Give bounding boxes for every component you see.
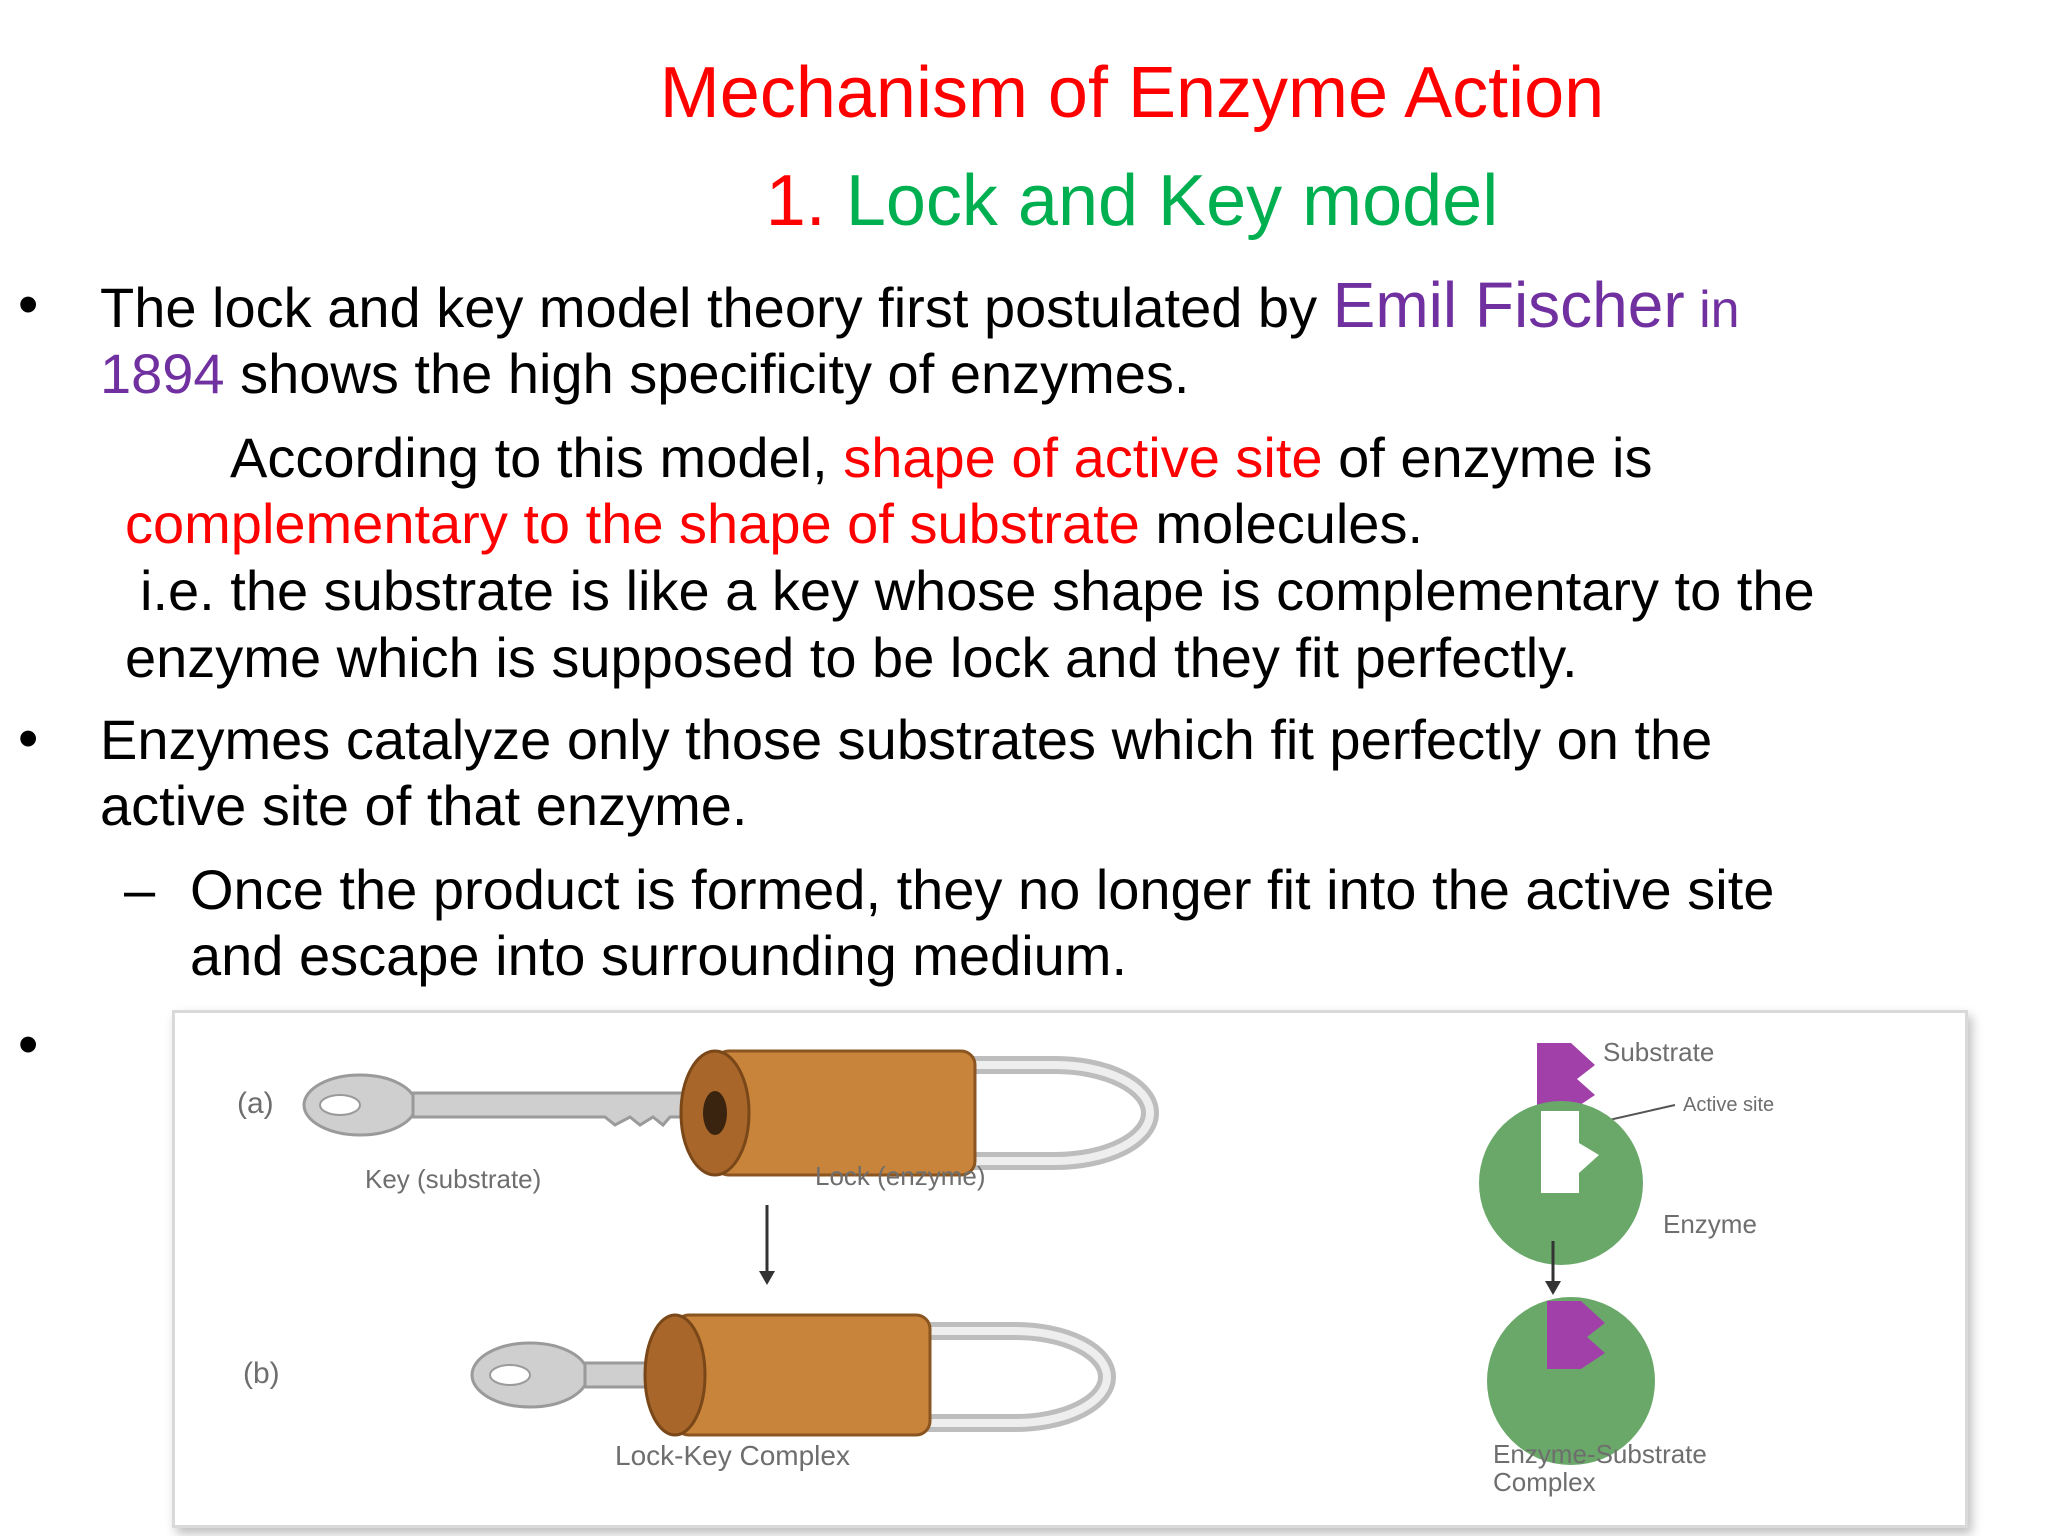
key-label: Key (substrate) [365, 1164, 541, 1194]
para2-mid: of enzyme is [1322, 426, 1653, 489]
figure-svg: (a) (b) Key (substrate) Lock (enzyme) [237, 1037, 1774, 1497]
es-complex-label-1: Enzyme-Substrate [1493, 1439, 1707, 1469]
substrate-icon [1537, 1043, 1595, 1111]
subtitle-number: 1. [765, 161, 826, 241]
enzyme-label: Enzyme [1663, 1209, 1757, 1239]
active-site-highlight: shape of active site [843, 426, 1323, 489]
bullet-marker: • [18, 272, 39, 337]
para2-line2: complementary to the shape of substrate … [125, 490, 1423, 557]
lock-label: Lock (enzyme) [815, 1161, 986, 1191]
key-icon [302, 1073, 697, 1137]
substrate-label: Substrate [1603, 1037, 1714, 1067]
para2-line1: According to this model, shape of active… [230, 424, 1652, 491]
sub-bullet-line1: Once the product is formed, they no long… [190, 858, 1775, 921]
year-1894: 1894 [100, 342, 225, 405]
complex-label: Lock-Key Complex [615, 1440, 850, 1471]
bullet1-text: The lock and key model theory first post… [100, 276, 1333, 339]
es-complex-label-2: Complex [1493, 1467, 1596, 1497]
sub-bullet-dash: – [124, 858, 156, 921]
bullet1-line1: The lock and key model theory first post… [100, 272, 1740, 344]
emil-fischer: Emil Fischer [1332, 269, 1685, 341]
enzyme-substrate-complex-icon [1487, 1297, 1655, 1465]
lock-icon [679, 1049, 1159, 1177]
arrow-down-icon [1545, 1241, 1561, 1295]
sub-bullet-line2: and escape into surrounding medium. [190, 924, 1128, 987]
bullet-marker: • [18, 1012, 39, 1077]
bullet-marker: • [18, 706, 39, 771]
label-b: (b) [243, 1357, 280, 1390]
para2-start: According to this model, [230, 426, 844, 489]
lock-key-complex-icon [470, 1313, 1116, 1437]
in-word: in [1684, 281, 1740, 339]
para3-line2: enzyme which is supposed to be lock and … [125, 626, 1578, 689]
para3-line1: i.e. the substrate is like a key whose s… [140, 559, 1815, 622]
label-a: (a) [237, 1087, 274, 1120]
enzyme-icon [1479, 1101, 1643, 1265]
lock-and-key-figure: (a) (b) Key (substrate) Lock (enzyme) [172, 1010, 1968, 1528]
bullet2-line1: Enzymes catalyze only those substrates w… [100, 708, 1713, 771]
bullet1-rest: shows the high specificity of enzymes. [224, 342, 1190, 405]
slide-subtitle: 1. Lock and Key model [108, 158, 2048, 244]
slide-title: Mechanism of Enzyme Action [659, 53, 1605, 133]
arrow-down-icon [759, 1205, 775, 1285]
active-site-label: Active site [1683, 1094, 1774, 1116]
bullet2-line2: active site of that enzyme. [100, 774, 748, 837]
subtitle-text: Lock and Key model [845, 161, 1499, 241]
complementary-highlight: complementary to the shape of substrate [125, 492, 1140, 555]
para2-end: molecules. [1139, 492, 1424, 555]
bullet1-line2: 1894 shows the high specificity of enzym… [100, 340, 1189, 407]
